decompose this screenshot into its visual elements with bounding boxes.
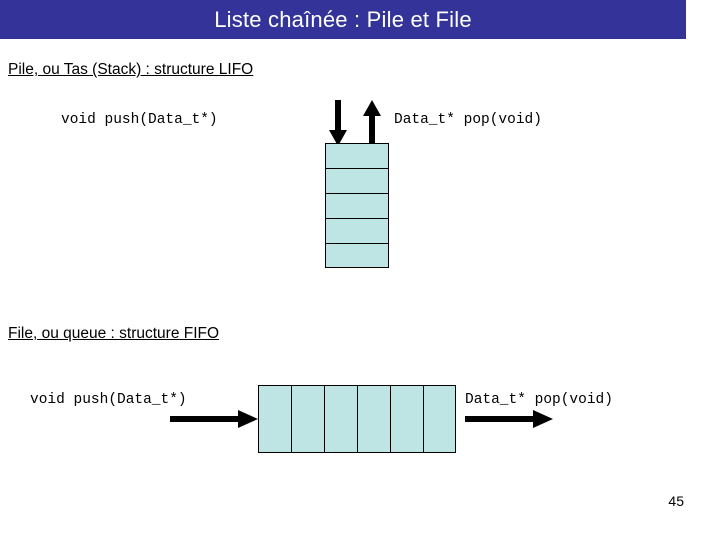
stack-cell bbox=[325, 168, 389, 193]
slide-title-bar: Liste chaînée : Pile et File bbox=[0, 0, 686, 39]
stack-cell bbox=[325, 193, 389, 218]
up-arrow-icon bbox=[363, 100, 381, 146]
right-arrow-icon bbox=[465, 410, 553, 428]
queue-cell bbox=[423, 385, 456, 453]
stack-cell bbox=[325, 218, 389, 243]
page-number: 45 bbox=[668, 493, 684, 509]
queue-cell bbox=[291, 385, 324, 453]
queue-pop-signature: Data_t* pop(void) bbox=[465, 392, 613, 408]
down-arrow-icon bbox=[329, 100, 347, 146]
stack-pop-signature: Data_t* pop(void) bbox=[394, 112, 542, 128]
queue-cell bbox=[357, 385, 390, 453]
stack-cell bbox=[325, 243, 389, 268]
queue-section-heading: File, ou queue : structure FIFO bbox=[8, 325, 220, 342]
queue-cell-container bbox=[258, 385, 456, 453]
stack-cell bbox=[325, 143, 389, 168]
stack-cell-container bbox=[325, 143, 389, 268]
queue-cell bbox=[324, 385, 357, 453]
queue-push-signature: void push(Data_t*) bbox=[30, 392, 187, 408]
page-title: Liste chaînée : Pile et File bbox=[214, 7, 472, 32]
queue-cell bbox=[258, 385, 291, 453]
queue-cell bbox=[390, 385, 423, 453]
stack-push-signature: void push(Data_t*) bbox=[61, 112, 218, 128]
stack-section-heading: Pile, ou Tas (Stack) : structure LIFO bbox=[8, 61, 254, 78]
right-arrow-icon bbox=[170, 410, 258, 428]
